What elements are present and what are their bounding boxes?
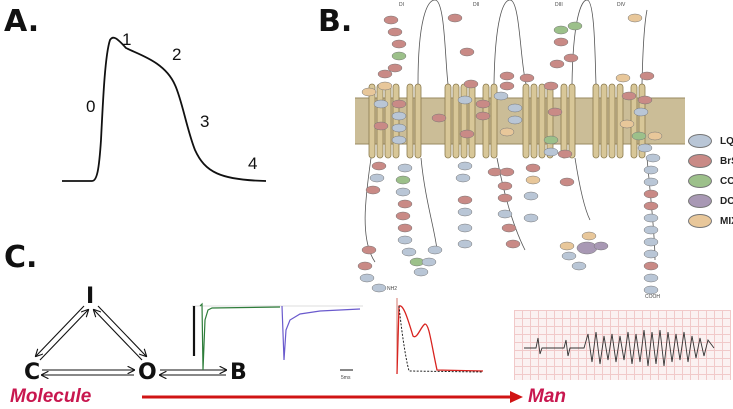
panel-a-label: A. [4,4,40,39]
legend-item-ccd: CCD [688,172,733,190]
sodium-current-traces: 5ms [192,302,363,381]
c-terminus-label: COOH [645,294,660,300]
scale-bar-label: 5ms [341,375,351,381]
state-i-label: I [86,284,95,309]
sodium-channel-topology: DI DII DIII DIV NH2 COOH [355,0,685,300]
panel-c-label: C. [4,240,38,275]
panel-b-label: B. [318,4,353,39]
legend-item-lqt: LQT [688,132,733,150]
domain-label-diii: DIII [555,2,563,8]
trace-green [199,302,281,371]
legend-swatch-dcm [688,194,712,208]
scale-arrow [142,391,523,403]
n-terminus-label: NH2 [387,286,397,292]
action-potential-diagram [62,36,267,182]
ecg-strip [514,310,731,380]
state-b-label: B [230,360,247,385]
ap-ead-trace [396,305,484,375]
phase-1-label: 1 [122,30,132,49]
legend-swatch-brs [688,154,712,168]
action-potential-trace [62,36,267,182]
man-label: Man [528,386,566,407]
ecg-trace [524,329,715,367]
legend-swatch-lqt [688,134,712,148]
channel-state-diagram [0,305,260,390]
legend-swatch-ccd [688,174,712,188]
legend-item-dcm: DCM [688,192,733,210]
state-c-label: C [24,360,41,385]
mutation-legend: LQT BrS CCD DCM MIX [688,132,733,230]
state-o-label: O [138,360,157,385]
phase-0-label: 0 [86,97,96,116]
mutation-markers [357,13,663,295]
cellular-action-potential [396,298,484,375]
domain-label-dii: DII [473,2,479,8]
legend-item-mix: MIX [688,212,733,230]
domain-label-di: DI [399,2,404,8]
legend-swatch-mix [688,214,712,228]
trace-blue [281,305,361,361]
phase-2-label: 2 [172,45,182,64]
molecule-label: Molecule [10,386,92,407]
domain-label-div: DIV [617,2,626,8]
phase-3-label: 3 [200,112,210,131]
legend-item-brs: BrS [688,152,733,170]
phase-4-label: 4 [248,154,258,173]
ap-control-trace [398,305,484,373]
